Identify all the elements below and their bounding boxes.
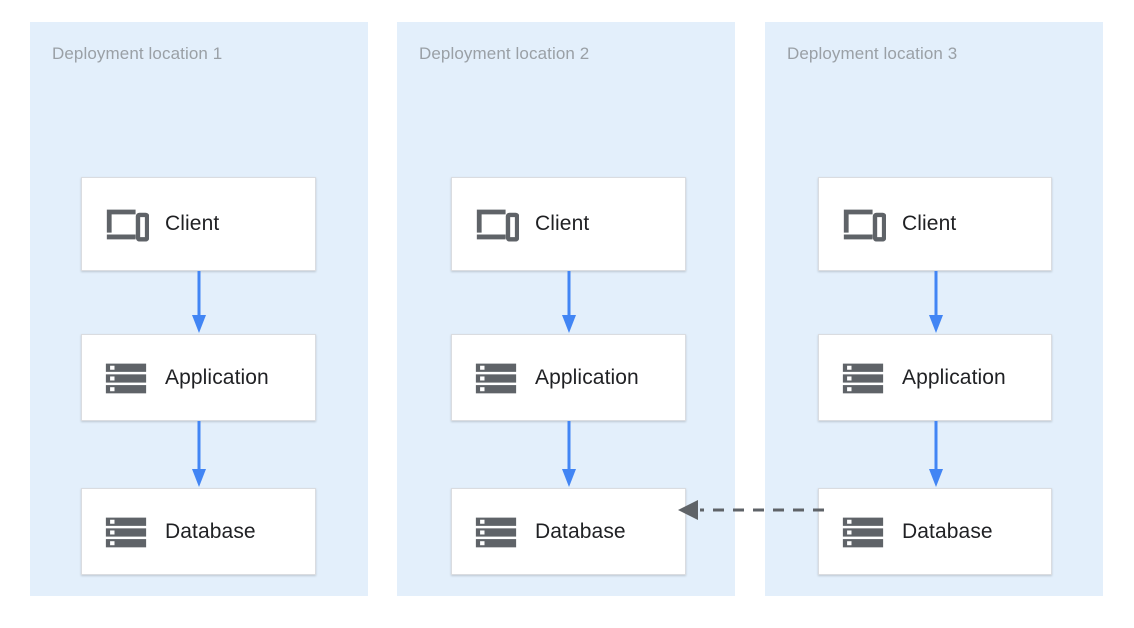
- deployment-location-3-label: Deployment location 3: [787, 44, 958, 63]
- arrow-database-3-to-database-2: [678, 500, 824, 520]
- node-application-3[interactable]: Application: [818, 334, 1052, 421]
- node-database-3[interactable]: Database: [818, 488, 1052, 575]
- server-rack-icon: [842, 363, 884, 393]
- deployment-location-1-label: Deployment location 1: [52, 44, 223, 63]
- deployment-location-2-panel: Deployment location 2 Client Applicat: [397, 22, 735, 596]
- deployment-location-1-panel: Deployment location 1 Client: [30, 22, 368, 596]
- server-rack-icon: [105, 363, 147, 393]
- node-application-1-label: Application: [165, 365, 269, 389]
- arrow-client-2-to-app-2: [562, 271, 576, 333]
- node-client-2[interactable]: Client: [451, 177, 686, 271]
- node-application-1[interactable]: Application: [81, 334, 316, 421]
- node-application-2-label: Application: [535, 365, 639, 389]
- deployment-location-2-label: Deployment location 2: [419, 44, 590, 63]
- devices-icon: [476, 209, 519, 242]
- server-rack-icon: [475, 363, 517, 393]
- node-database-2-label: Database: [535, 519, 626, 543]
- arrow-client-1-to-app-1: [192, 271, 206, 333]
- node-application-2[interactable]: Application: [451, 334, 686, 421]
- arrow-app-2-to-database-2: [562, 421, 576, 487]
- node-application-3-label: Application: [902, 365, 1006, 389]
- node-database-1-label: Database: [165, 519, 256, 543]
- node-client-3[interactable]: Client: [818, 177, 1052, 271]
- devices-icon: [843, 209, 886, 242]
- node-database-2[interactable]: Database: [451, 488, 686, 575]
- server-rack-icon: [475, 517, 517, 547]
- arrow-app-3-to-database-3: [929, 421, 943, 487]
- node-database-1[interactable]: Database: [81, 488, 316, 575]
- devices-icon: [106, 209, 149, 242]
- server-rack-icon: [105, 517, 147, 547]
- server-rack-icon: [842, 517, 884, 547]
- deployment-location-3-panel: Deployment location 3 Client Applicat: [765, 22, 1103, 596]
- node-client-2-label: Client: [535, 212, 590, 235]
- node-client-3-label: Client: [902, 212, 957, 235]
- node-client-1-label: Client: [165, 212, 220, 235]
- node-database-3-label: Database: [902, 519, 993, 543]
- arrow-client-3-to-app-3: [929, 271, 943, 333]
- node-client-1[interactable]: Client: [81, 177, 316, 271]
- arrow-app-1-to-database-1: [192, 421, 206, 487]
